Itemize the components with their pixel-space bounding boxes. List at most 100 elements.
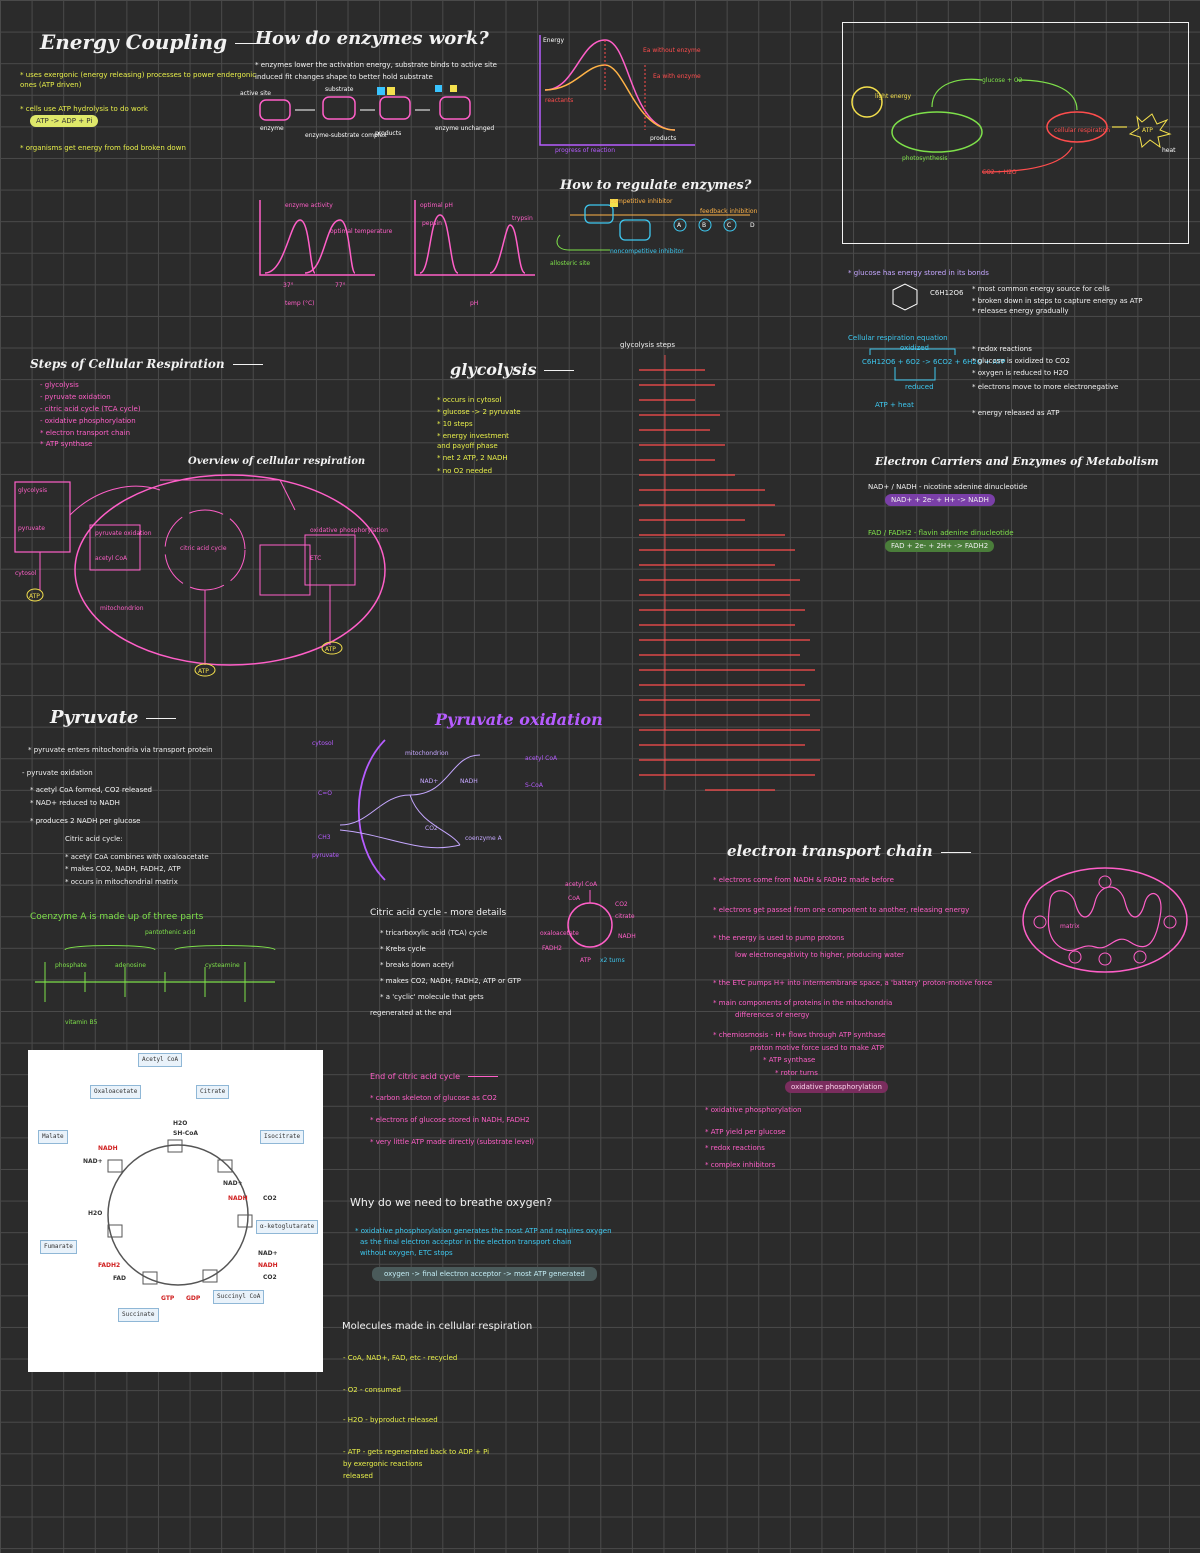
electron-carriers-title: Electron Carriers and Enzymes of Metabol… (875, 455, 1159, 468)
fad-equation-highlight: FAD + 2e- + 2H+ -> FADH2 (885, 540, 995, 552)
cofactor-shcoa: SH-CoA (173, 1130, 199, 1137)
temperature-graph: enzyme activity optimal temperature 37° … (259, 200, 393, 307)
molecule-succinyl-coa: Succinyl CoA (213, 1290, 265, 1304)
glycolysis-line: * net 2 ATP, 2 NADH (437, 454, 508, 462)
mitochondrion-diagram: matrix (1022, 867, 1188, 973)
cofactor-fadh2: FADH2 (98, 1262, 121, 1269)
cycle-mini-label: x2 turns (600, 957, 625, 964)
regulation-label: A (677, 222, 682, 229)
pyruvate-line: * acetyl CoA combines with oxaloacetate (65, 853, 209, 861)
cycle-label: glucose + O2 (982, 77, 1023, 84)
glycolysis-pathway-title: glycolysis steps (620, 341, 676, 349)
oxygen-line: * oxidative phosphorylation generates th… (355, 1227, 612, 1235)
cycle-label: heat (1162, 147, 1176, 154)
krebs-cycle-arrows (107, 1139, 253, 1286)
glucose-ring-icon (892, 283, 918, 311)
krebs-cycle-figure: Acetyl CoA Oxaloacetate Citrate Isocitra… (28, 1050, 323, 1372)
temp-label: 77° (335, 282, 346, 289)
cycle-label: light energy (875, 93, 912, 100)
ph-graph: optimal pH pepsin trypsin pH (414, 200, 535, 307)
overview-label: ETC (310, 555, 321, 562)
graph-label: progress of reaction (555, 147, 615, 154)
etc-line: * complex inhibitors (705, 1161, 776, 1169)
diagram-label: products (375, 130, 401, 137)
equation-note: * electrons move to more electronegative (972, 383, 1119, 391)
ph-label: pH (470, 300, 478, 307)
etc-line: * the energy is used to pump protons (713, 934, 845, 942)
steps-item: * electron transport chain (40, 429, 131, 437)
overview-label: oxidative phosphorylation (310, 527, 388, 534)
cofactor-nad: NAD+ (258, 1250, 278, 1257)
end-cycle-line: * very little ATP made directly (substra… (370, 1138, 535, 1146)
cycle-mini-label: citrate (615, 913, 635, 920)
molecules-item: - O2 - consumed (343, 1386, 401, 1394)
etc-line: differences of energy (735, 1011, 810, 1019)
atp-formula-highlight: ATP -> ADP + Pi (30, 115, 99, 127)
steps-item: - citric acid cycle (TCA cycle) (40, 405, 141, 413)
citric-line: * a 'cyclic' molecule that gets (380, 993, 484, 1001)
temp-label: optimal temperature (330, 228, 393, 235)
energy-coupling-line: ones (ATP driven) (20, 81, 82, 89)
cycle-mini-label: oxaloacetate (540, 930, 579, 937)
cycle-label: photosynthesis (902, 155, 948, 162)
ph-label: pepsin (422, 220, 442, 227)
regulation-title: How to regulate enzymes? (560, 178, 752, 193)
equation-note: * oxygen is reduced to H2O (972, 369, 1069, 377)
equation-label: ATP + heat (875, 401, 914, 409)
fad-description: FAD / FADH2 - flavin adenine dinucleotid… (868, 529, 1014, 537)
equation-note: * energy released as ATP (972, 409, 1060, 417)
regulation-label: D (750, 222, 755, 229)
etc-line: proton motive force used to make ATP (750, 1044, 884, 1052)
etc-line: * rotor turns (775, 1069, 818, 1077)
cycle-label: ATP (1142, 127, 1153, 134)
end-cycle-line: * electrons of glucose stored in NADH, F… (370, 1116, 530, 1124)
molecules-item: released (343, 1472, 373, 1480)
pyr-ox-label: acetyl CoA (525, 755, 558, 762)
glucose-line: * most common energy source for cells (972, 285, 1110, 293)
steps-item: - glycolysis (40, 381, 79, 389)
cofactor-co2: CO2 (263, 1274, 277, 1281)
pyr-ox-label: pyruvate (312, 852, 339, 859)
diagram-label: substrate (325, 86, 354, 93)
cycle-mini-label: CoA (568, 895, 581, 902)
enzyme-substrate-diagram: active site enzyme substrate enzyme-subs… (240, 85, 494, 139)
etc-line: * ATP yield per glucose (705, 1128, 786, 1136)
temp-label: 37° (283, 282, 294, 289)
equation: C6H12O6 + 6O2 -> 6CO2 + 6H2O + ATP (862, 358, 1006, 366)
pyr-ox-label: NADH (460, 778, 478, 785)
pyruvate-oxidation-title: Pyruvate oxidation (435, 710, 603, 729)
glucose-line: * broken down in steps to capture energy… (972, 297, 1143, 305)
glucose-formula: C6H12O6 (930, 289, 964, 297)
nad-description: NAD+ / NADH - nicotine adenine dinucleot… (868, 483, 1028, 491)
overview-label: cytosol (15, 570, 37, 577)
etc-line: * redox reactions (705, 1144, 765, 1152)
end-cycle-title: End of citric acid cycle (370, 1072, 498, 1082)
pyruvate-line: Citric acid cycle: (65, 835, 123, 843)
overview-label: citric acid cycle (180, 545, 227, 552)
molecules-title: Molecules made in cellular respiration (342, 1321, 533, 1332)
molecules-item: - H2O - byproduct released (343, 1416, 438, 1424)
cycle-label: cellular respiration (1054, 127, 1110, 134)
diagram-label: active site (240, 90, 271, 97)
cycle-mini-label: CO2 (615, 901, 628, 908)
diagram-label: enzyme (260, 125, 284, 132)
citric-cycle-mini-diagram: acetyl CoA CoA citrate oxaloacetate NADH… (540, 881, 636, 964)
regulation-label: competitive inhibitor (610, 198, 673, 205)
molecule-citrate: Citrate (196, 1085, 230, 1099)
photosynthesis-cycle-diagram: light energy glucose + O2 CO2 + H2O phot… (851, 77, 1176, 176)
etc-title: electron transport chain (727, 842, 971, 860)
pyruvate-line: * makes CO2, NADH, FADH2, ATP (65, 865, 181, 873)
coenzyme-label: vitamin B5 (65, 1019, 98, 1026)
molecule-fumarate: Fumarate (40, 1240, 77, 1254)
etc-line: low electronegativity to higher, produci… (735, 951, 905, 959)
diagram-label: enzyme unchanged (435, 125, 494, 132)
pyr-ox-label: NAD+ (420, 778, 438, 785)
pyruvate-line: * pyruvate enters mitochondria via trans… (28, 746, 213, 754)
cycle-mini-label: ATP (580, 957, 591, 964)
equation-title: Cellular respiration equation (848, 334, 948, 342)
cofactor-nadh: NADH (258, 1262, 278, 1269)
regulation-label: allosteric site (550, 260, 590, 267)
etc-line: * ATP synthase (763, 1056, 816, 1064)
citric-line: * Krebs cycle (380, 945, 426, 953)
graph-label: Ea with enzyme (653, 73, 701, 80)
